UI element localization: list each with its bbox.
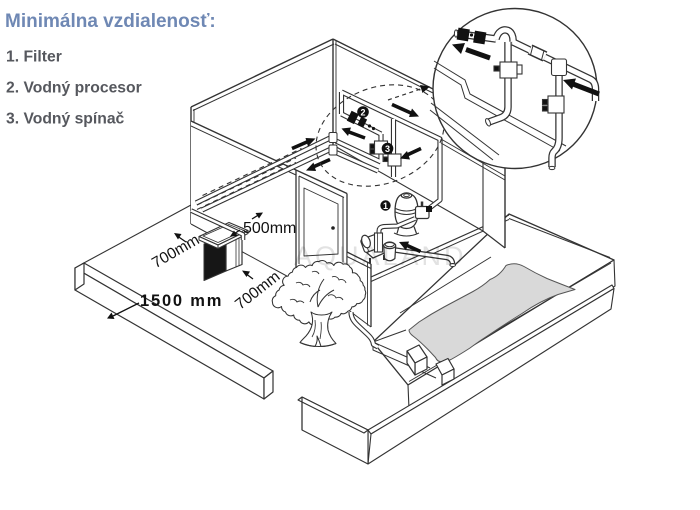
svg-text:1500 mm: 1500 mm — [140, 292, 223, 310]
svg-text:3. Vodný spínač: 3. Vodný spínač — [6, 111, 125, 128]
svg-text:1. Filter: 1. Filter — [6, 49, 62, 66]
svg-text:Minimálna vzdialenosť:: Minimálna vzdialenosť: — [5, 11, 216, 32]
svg-text:2: 2 — [360, 107, 365, 117]
svg-text:3: 3 — [385, 144, 390, 154]
svg-text:2. Vodný procesor: 2. Vodný procesor — [6, 80, 142, 97]
svg-text:500mm: 500mm — [243, 220, 296, 237]
svg-text:1: 1 — [383, 201, 388, 211]
svg-text:AQUALAND: AQUALAND — [294, 241, 467, 271]
